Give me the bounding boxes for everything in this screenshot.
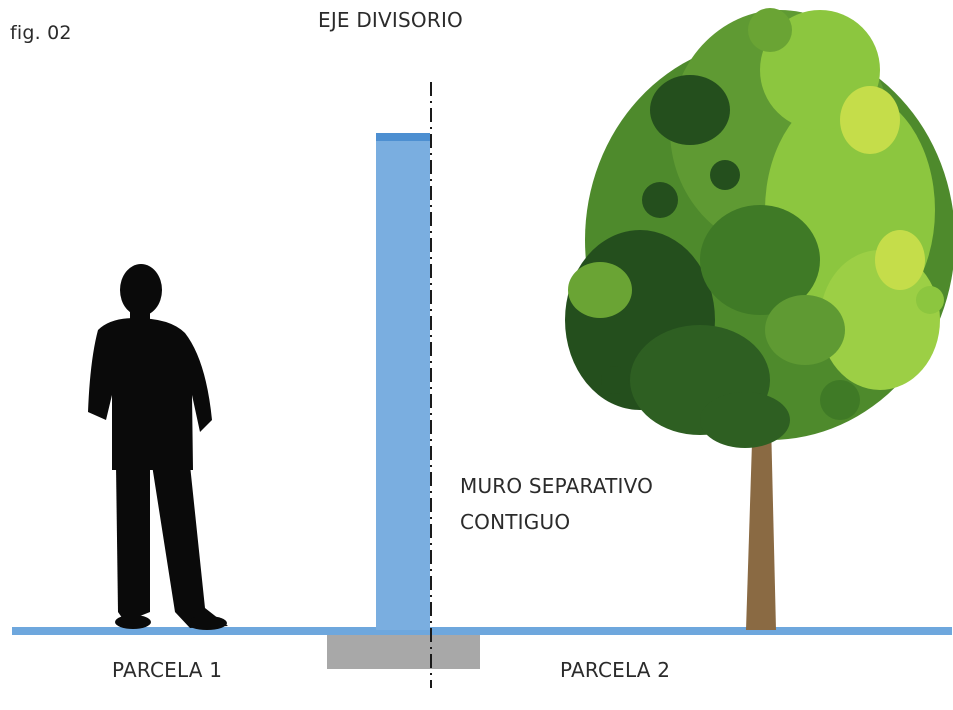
wall-label-line-1: MURO SEPARATIVO <box>460 474 654 498</box>
parcel-1-label: PARCELA 1 <box>112 658 223 682</box>
wall-top-highlight <box>376 133 430 141</box>
wall-label-line-2: CONTIGUO <box>460 510 571 534</box>
ground-line <box>12 627 952 635</box>
dividing-axis-label: EJE DIVISORIO <box>318 8 463 32</box>
separating-wall <box>376 133 430 630</box>
person-silhouette <box>88 264 228 630</box>
wall-label: MURO SEPARATIVO CONTIGUO <box>460 468 653 540</box>
parcel-2-label: PARCELA 2 <box>560 658 671 682</box>
figure-number: fig. 02 <box>10 22 72 44</box>
wall-footing <box>327 633 480 669</box>
tree-foliage <box>565 8 953 448</box>
